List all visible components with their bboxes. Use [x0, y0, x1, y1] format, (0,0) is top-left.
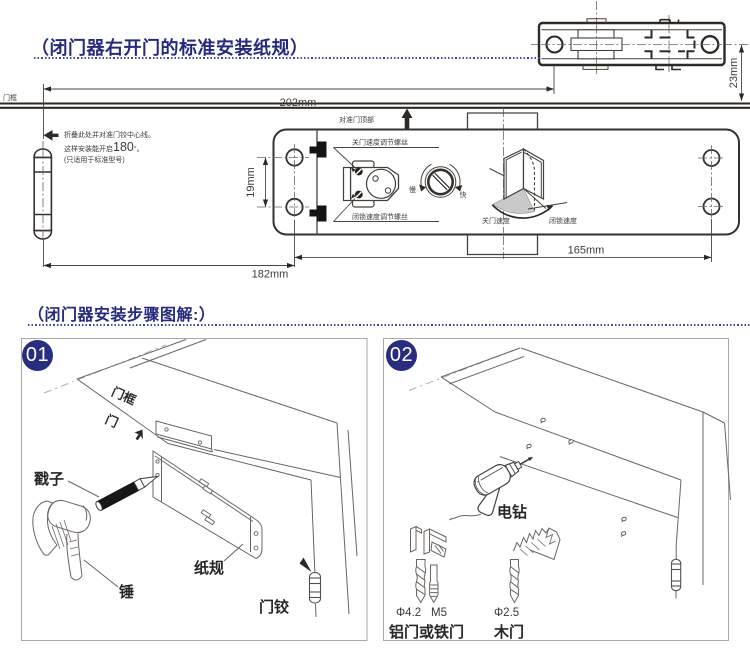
step1-badge: 01: [22, 340, 53, 371]
swing-latch-speed-label: 闭锁速度: [549, 216, 577, 225]
fold-note-line3: (只适用于标准型号): [64, 157, 125, 164]
adjustment-screws: [350, 166, 363, 200]
align-door-top: 对准门顶部: [339, 108, 413, 129]
door-frame-top-line: 门框: [0, 93, 750, 109]
fold-note-line2: 这样安装能开启180°。: [64, 139, 155, 156]
template-slot-1: [198, 478, 214, 495]
dial-slow-label: 慢: [409, 185, 416, 194]
fold-note-line2-suffix: °。: [133, 145, 144, 153]
fold-note-line1: 折叠此处并对准门铰中心线。: [64, 132, 155, 139]
metal-drill-bit: [415, 559, 427, 604]
hammer-label: 锤: [119, 583, 134, 601]
step2-panel-border: [383, 338, 729, 641]
swing-close-speed-label: 关门速度: [482, 216, 510, 225]
electric-drill-label: 电钻: [497, 503, 527, 521]
top-view-mechanism: [531, 1, 748, 76]
dim-165mm-text: 165mm: [568, 245, 605, 257]
section2-title: （闭门器安装步骤图解:）: [28, 307, 216, 324]
punch-tool: [95, 475, 160, 511]
template-body: 关门速度调节螺丝 闭锁速度调节螺丝 慢 快: [257, 108, 740, 267]
dimension-165mm: 165mm: [294, 245, 712, 260]
electric-drill: [449, 456, 534, 521]
wood-door-sketch: [513, 527, 561, 561]
fold-note: 折叠此处并对准门铰中心线。 这样安装能开启180°。 (只适用于标准型号): [64, 130, 155, 167]
step2-badge: 02: [386, 340, 417, 371]
step1-frame-centerline: [43, 344, 167, 394]
fold-note-180: 180: [113, 139, 134, 154]
paper-template: [152, 450, 263, 560]
metal-door-label: 铝门或铁门: [389, 623, 464, 641]
dim-23mm-text: 23mm: [728, 58, 740, 89]
section1-dotted-rule: [34, 57, 540, 59]
paper-template-label: 纸规: [194, 559, 224, 577]
fold-note-line2-prefix: 这样安装能开启: [64, 145, 113, 153]
step1-door-hinge-label: 门铰: [259, 598, 289, 616]
closer-end-view: [333, 147, 400, 222]
punch-label: 戳子: [34, 470, 64, 488]
dimension-202mm: 202mm: [43, 65, 555, 109]
dim-19mm-text: 19mm: [245, 167, 257, 198]
template-clips: [309, 141, 327, 222]
punch-leader-line: [67, 480, 100, 498]
step1-illustration: 门框 门 戳子 锤 纸规 门铰: [32, 339, 358, 618]
paper-template-leader-line: [223, 543, 244, 562]
step2-illustration: 电钻 Φ4.2 M5 Φ2.5 铝门或铁门 木门: [389, 347, 731, 641]
fold-here-arrow: [43, 130, 59, 141]
step1-door-label: 门: [103, 411, 121, 430]
dimension-23mm: 23mm: [728, 45, 745, 101]
dimension-19mm: 19mm: [245, 157, 269, 207]
clip-plan-detail: [644, 18, 696, 71]
hammer-leader-line: [83, 559, 119, 588]
speed-dial: 慢 快: [409, 163, 467, 199]
tap-bit: [429, 564, 439, 604]
close-speed-screw-label: 关门速度调节螺丝: [352, 138, 408, 147]
door-hinge-symbol: [33, 84, 59, 267]
door-swing-diagram: 关门速度 闭锁速度: [482, 147, 577, 225]
step2-door-frame-perspective-lines: [408, 347, 731, 599]
wood-bit-label: Φ2.5: [494, 607, 519, 619]
latch-speed-screw-label: 闭锁速度调节螺丝: [352, 212, 408, 221]
wood-drill-bit: [509, 559, 520, 604]
step1-door-hinge: [299, 557, 322, 604]
hinge-pointer-arrow: [299, 557, 312, 572]
metal-door-profile-sketch: [410, 525, 447, 558]
section2-dotted-rule: [28, 324, 750, 326]
gap-pointer-arrow: [134, 429, 143, 441]
right-mounting-holes: [698, 145, 726, 262]
dimension-182mm: 182mm: [43, 262, 295, 281]
door-frame-label: 门框: [3, 93, 17, 102]
hammer-tool: [32, 499, 91, 581]
wood-door-label: 木门: [493, 623, 524, 641]
metal-bit-label: Φ4.2: [396, 607, 421, 619]
drill-holes: [526, 417, 627, 537]
dial-fast-label: 快: [460, 190, 467, 199]
step2-door-hinge: [670, 558, 682, 592]
section1-title: （闭门器右开门的标准安装纸规）: [31, 38, 309, 58]
tap-bit-label: M5: [431, 607, 447, 619]
template-slot-2: [200, 509, 216, 526]
strike-plate: [155, 420, 213, 453]
dim-182mm-text: 182mm: [252, 269, 289, 281]
step1-door-frame-perspective-lines: [43, 339, 358, 618]
align-door-top-label: 对准门顶部: [339, 115, 374, 124]
dim-202mm-text: 202mm: [280, 97, 317, 109]
